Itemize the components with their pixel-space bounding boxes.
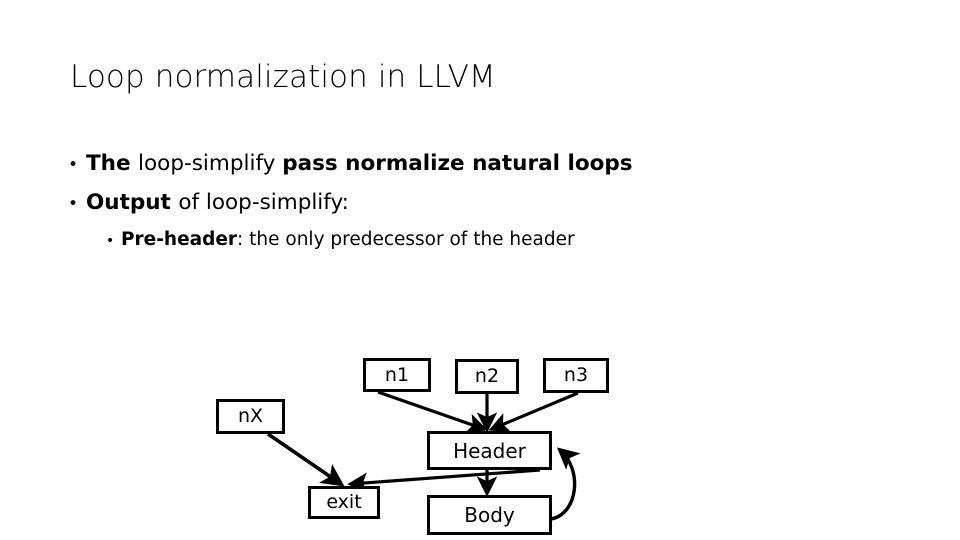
list-item: • The loop-simplify pass normalize natura… xyxy=(62,145,882,184)
bullet-marker: • xyxy=(68,194,79,214)
node-n1: n1 xyxy=(363,358,431,392)
node-label: nX xyxy=(237,405,264,427)
edge-n1-header xyxy=(377,390,488,434)
node-label: Body xyxy=(464,503,515,527)
node-nx: nX xyxy=(216,399,285,434)
bullet-marker: • xyxy=(68,155,79,175)
node-label: exit xyxy=(326,491,362,513)
bullet-run: Pre-header xyxy=(121,229,238,250)
node-header: Header xyxy=(427,431,552,470)
bullet-run: Output xyxy=(86,190,179,215)
bullet-run: loop-simplify xyxy=(138,151,283,176)
node-label: n3 xyxy=(563,364,589,386)
edge-header-exit xyxy=(347,468,541,493)
bullet-run: : the only predecessor of the header xyxy=(237,229,575,250)
node-label: Header xyxy=(453,438,526,463)
node-label: n2 xyxy=(474,365,500,387)
list-item: • Pre-header: the only predecessor of the… xyxy=(62,223,882,258)
node-label: n1 xyxy=(384,363,410,386)
list-item: • Output of loop-simplify: xyxy=(62,184,882,223)
node-n3: n3 xyxy=(543,358,609,393)
node-body: Body xyxy=(427,495,552,535)
edge-nx-exit xyxy=(266,432,345,487)
edge-body-header-backedge xyxy=(550,447,581,521)
node-n2: n2 xyxy=(455,359,519,394)
bullet-marker: • xyxy=(106,233,115,249)
edge-n3-header xyxy=(488,391,579,433)
bullet-run: pass normalize natural loops xyxy=(282,151,633,176)
bullet-run: of loop-simplify: xyxy=(178,190,349,215)
bullet-run: The xyxy=(86,151,139,176)
node-exit: exit xyxy=(308,486,380,519)
page-title: Loop normalization in LLVM xyxy=(70,59,496,95)
bullet-list: • The loop-simplify pass normalize natura… xyxy=(62,145,882,258)
